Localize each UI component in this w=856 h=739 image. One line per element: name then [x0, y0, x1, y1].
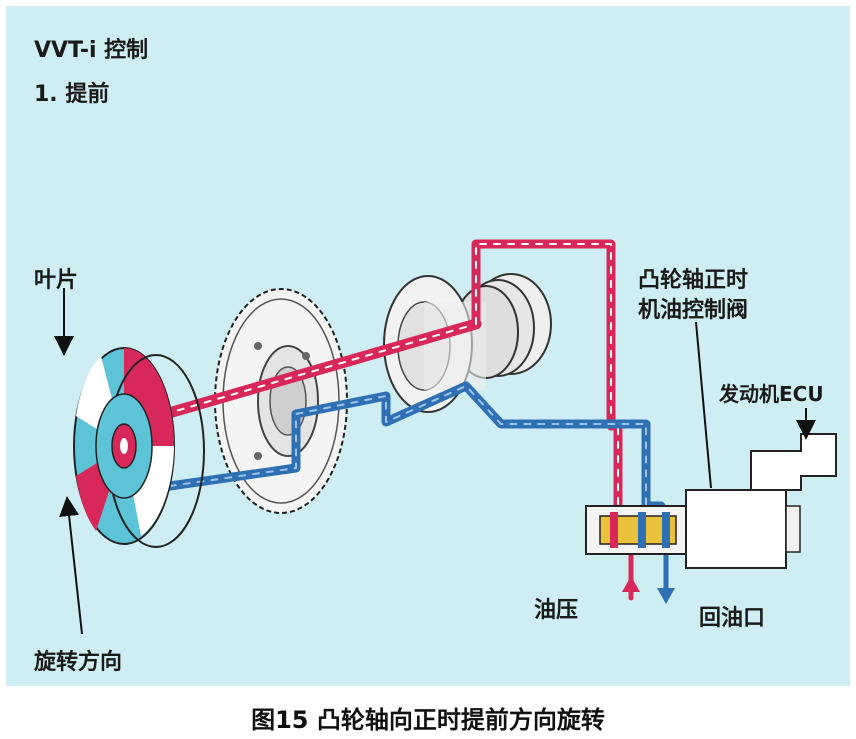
leader-lines — [54, 288, 816, 635]
label-drain: 回油口 — [699, 606, 766, 631]
label-oil-pressure: 油压 — [534, 598, 579, 623]
drain-arrow-head — [657, 588, 675, 604]
vvt-diagram — [54, 239, 837, 635]
oil-control-valve — [585, 489, 801, 569]
engine-ecu — [750, 433, 837, 491]
label-engine-ecu: 发动机ECU — [719, 382, 824, 406]
diagram-subtitle: 1. 提前 — [34, 82, 110, 107]
figure-caption: 图15 凸轮轴向正时提前方向旋转 — [251, 706, 605, 734]
advance-oil-path — [118, 239, 634, 601]
label-vane: 叶片 — [34, 268, 79, 293]
oil-in-arrow-head — [622, 576, 640, 592]
diagram-panel: VVT-i 控制 1. 提前 叶片 凸轮轴正时 机油控制阀 发动机ECU 油压 … — [6, 6, 850, 686]
label-rotation-direction: 旋转方向 — [34, 650, 123, 675]
label-ocv-line2: 机油控制阀 — [638, 298, 749, 323]
diagram-title: VVT-i 控制 — [34, 38, 149, 63]
label-ocv-line1: 凸轮轴正时 — [638, 268, 749, 293]
vvt-controller — [73, 347, 205, 548]
